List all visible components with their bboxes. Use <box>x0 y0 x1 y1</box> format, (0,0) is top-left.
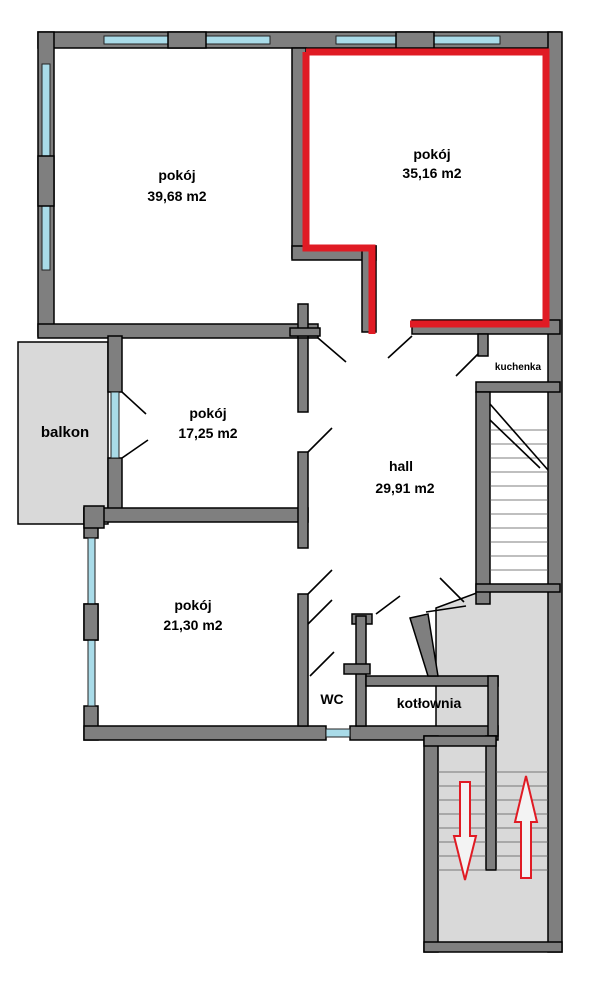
room3-name: pokój <box>189 405 226 421</box>
kitchenette-label: kuchenka <box>495 362 542 373</box>
hall-area: 29,91 m2 <box>375 480 434 496</box>
wall-kitchenette-bottom <box>475 381 561 393</box>
wall-boiler-top <box>365 675 499 687</box>
room2-label: pokój 35,16 m2 <box>402 146 461 181</box>
up-arrow-icon <box>513 775 539 879</box>
wall-room3-right-upper <box>297 335 309 413</box>
wall-tick-horizontal <box>289 327 321 337</box>
wall-right <box>547 31 563 953</box>
room2-highlight-outline-left <box>302 52 376 334</box>
wall-room3-right-lower <box>297 451 309 549</box>
window-room3 <box>110 391 120 459</box>
door-room2 <box>387 335 413 359</box>
wall-lower-stair-top <box>423 735 497 747</box>
door-wc <box>309 651 335 677</box>
door-room4 <box>307 569 333 595</box>
room4-name: pokój <box>174 597 211 613</box>
balcony-label: balkon <box>41 424 89 441</box>
window-top-1 <box>103 35 169 45</box>
wall-stair-left <box>475 391 491 605</box>
wc-label: WC <box>320 691 343 707</box>
stair-diagonal-1 <box>489 403 549 471</box>
window-left-2 <box>41 205 51 271</box>
window-left-1 <box>41 63 51 157</box>
balcony-area <box>17 341 109 525</box>
wall-lower-stair-divider <box>485 735 497 871</box>
wall-room4-right <box>297 593 309 727</box>
window-mullion-room4 <box>83 603 99 641</box>
lower-staircase <box>438 771 548 871</box>
window-mullion-left <box>37 155 55 207</box>
window-mullion-top-2 <box>395 31 435 49</box>
window-room4-2 <box>87 639 96 707</box>
window-wc <box>325 728 351 738</box>
upper-staircase <box>489 403 549 571</box>
door-room1 <box>317 337 347 363</box>
door-kitchenette <box>455 353 479 377</box>
window-mullion-top-1 <box>167 31 207 49</box>
window-top-4 <box>433 35 501 45</box>
wall-lower-stair-left <box>423 735 439 953</box>
room3-label: pokój 17,25 m2 <box>178 405 237 441</box>
hall-name: hall <box>389 458 413 474</box>
wall-stair-bottom <box>475 583 561 593</box>
wall-balcony-divider <box>83 505 105 529</box>
room2-area: 35,16 m2 <box>402 165 461 181</box>
down-arrow-icon <box>452 781 478 881</box>
room1-area: 39,68 m2 <box>147 188 206 204</box>
door-room4-2 <box>307 599 333 625</box>
room4-label: pokój 21,30 m2 <box>163 597 222 633</box>
hall-label: hall 29,91 m2 <box>375 458 434 496</box>
room1-label: pokój 39,68 m2 <box>147 167 206 204</box>
window-top-2 <box>205 35 271 45</box>
wall-room1-bottom <box>37 323 319 339</box>
room2-highlight-outline <box>306 48 550 328</box>
door-boiler <box>375 595 401 615</box>
wall-boiler-right <box>487 675 499 737</box>
door-room3-window-2 <box>121 439 149 459</box>
wall-wc-mid <box>343 663 371 675</box>
wall-kitchenette-left <box>477 333 489 357</box>
room3-area: 17,25 m2 <box>178 425 237 441</box>
door-room3-window <box>121 391 147 415</box>
door-hall-right <box>439 577 465 603</box>
room4-area: 21,30 m2 <box>163 617 222 633</box>
door-room3 <box>307 427 333 453</box>
wall-boiler-angled <box>409 613 439 677</box>
wall-room3-left <box>107 335 123 393</box>
stair-diagonal-2 <box>489 419 541 469</box>
door-stair-landing <box>425 605 467 613</box>
wall-bottom <box>83 725 327 741</box>
wall-stub-tick <box>297 303 309 339</box>
stair-landing-area <box>435 587 559 945</box>
room2-name: pokój <box>413 146 450 162</box>
room1-name: pokój <box>158 167 195 183</box>
boiler-room-label: kotłownia <box>397 695 462 711</box>
wall-lower-stair-bottom <box>423 941 563 953</box>
wall-room3-bottom <box>83 507 309 523</box>
window-top-3 <box>335 35 397 45</box>
window-room4-1 <box>87 537 96 605</box>
